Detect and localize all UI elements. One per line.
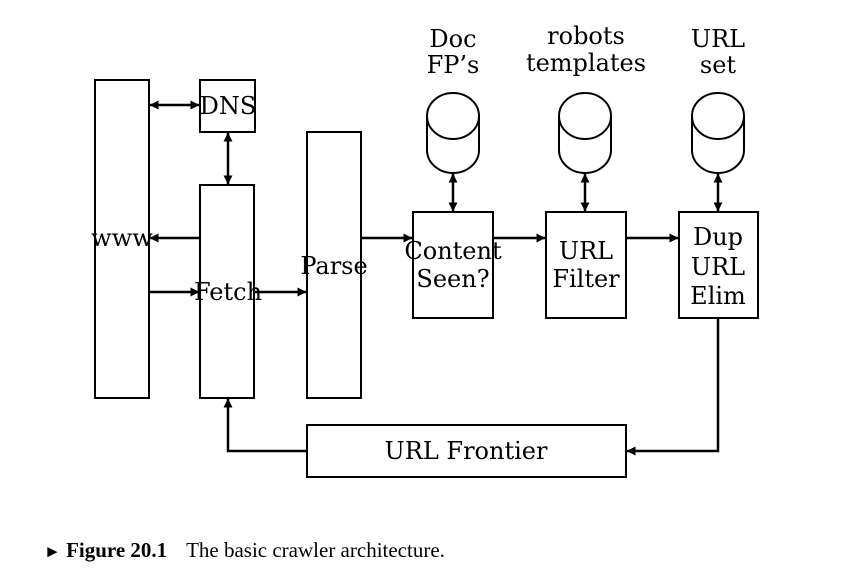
figure-caption: ► Figure 20.1 The basic crawler architec… (44, 538, 445, 563)
parse-box (306, 131, 362, 399)
content-seen-box (412, 211, 494, 319)
content-seen-label-line2: Seen? (416, 265, 489, 293)
url-set-label-line1: URL (691, 25, 745, 53)
figure-number: Figure 20.1 (66, 538, 168, 562)
fetch-label: Fetch (194, 278, 262, 306)
url-filter-label-line1: URL (559, 237, 613, 265)
dup-url-elim-label-line2: URL (691, 253, 745, 281)
url-filter-box (545, 211, 627, 319)
url-set-store (691, 92, 745, 174)
doc-fps-label-line2: FP’s (427, 51, 480, 79)
www-box (94, 79, 150, 399)
doc-fps-label-line1: Doc (429, 25, 476, 53)
content-seen-label-line1: Content (404, 237, 502, 265)
url-set-label-line2: set (700, 51, 737, 79)
url-filter-label-line2: Filter (552, 265, 620, 293)
www-label: www (91, 224, 153, 252)
caption-marker-icon: ► (44, 542, 61, 561)
dup-frontier-arrow (626, 318, 720, 456)
url-frontier-label: URL Frontier (385, 437, 548, 465)
robots-templates-label-line2: templates (526, 49, 646, 77)
dup-url-elim-label-line3: Elim (690, 282, 746, 310)
dup-url-elim-label-line1: Dup (693, 223, 743, 251)
frontier-fetch-arrow (223, 398, 307, 453)
robots-templates-store (558, 92, 612, 174)
dns-label: DNS (200, 92, 257, 120)
caption-text: The basic crawler architecture. (186, 538, 445, 562)
parse-label: Parse (300, 252, 367, 280)
dns-box (199, 79, 256, 133)
robots-templates-label-line1: robots (547, 22, 625, 50)
doc-fps-store (426, 92, 480, 174)
